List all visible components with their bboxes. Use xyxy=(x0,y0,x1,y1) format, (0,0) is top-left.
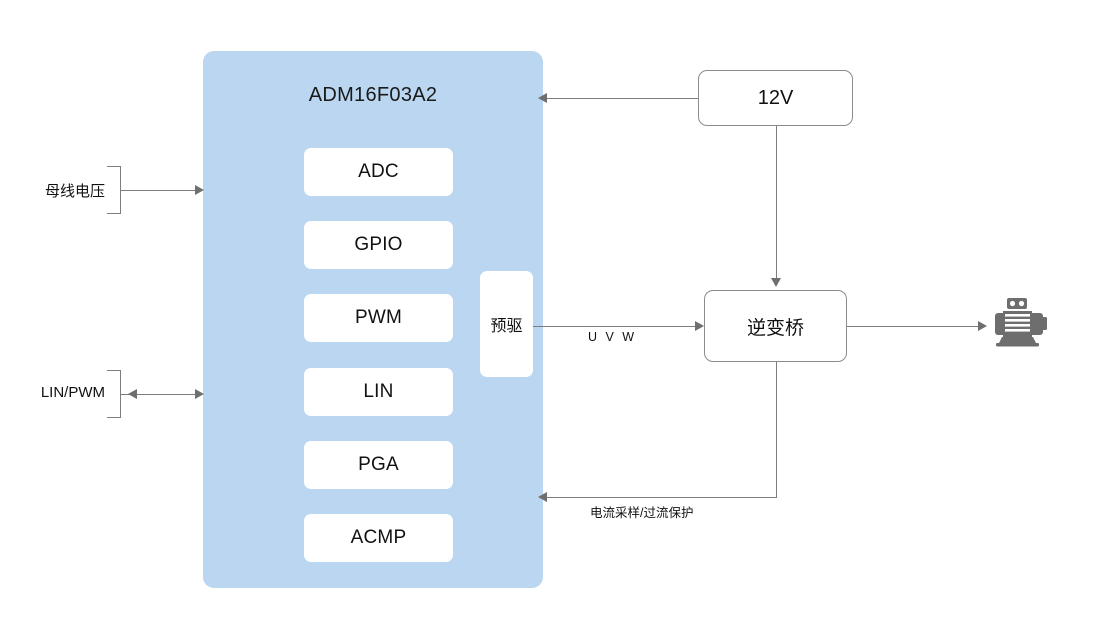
mcu-block-gpio[interactable]: GPIO xyxy=(304,221,453,269)
arrow-left-icon-lin-pwm xyxy=(128,389,137,399)
arrow-left-icon-supply-to-mcu xyxy=(538,93,547,103)
line-feedback-horizontal xyxy=(545,497,777,498)
arrow-right-icon-lin-pwm xyxy=(195,389,204,399)
line-supply-to-mcu xyxy=(543,98,698,99)
arrow-right-icon-motor xyxy=(978,321,987,331)
input-label-bus-voltage: 母线电压 xyxy=(44,183,105,200)
input-line-lin-pwm xyxy=(121,394,201,395)
mcu-block-pwm[interactable]: PWM xyxy=(304,294,453,342)
mcu-block-lin[interactable]: LIN xyxy=(304,368,453,416)
motor-icon xyxy=(990,295,1048,353)
line-supply-to-inverter xyxy=(776,126,777,278)
edge-label-feedback: 电流采样/过流保护 xyxy=(590,506,694,520)
arrow-down-icon-supply-to-inverter xyxy=(771,278,781,287)
mcu-block-acmp[interactable]: ACMP xyxy=(304,514,453,562)
edge-label-uvw: U V W xyxy=(588,330,637,344)
supply-box-12v[interactable]: 12V xyxy=(698,70,853,126)
line-inverter-to-motor xyxy=(847,326,982,327)
line-feedback-vertical xyxy=(776,362,777,498)
mcu-block-adc[interactable]: ADC xyxy=(304,148,453,196)
input-bracket-lin-pwm xyxy=(107,370,121,418)
input-bracket-bus-voltage xyxy=(107,166,121,214)
input-label-lin-pwm: LIN/PWM xyxy=(40,384,105,401)
mcu-block-pga[interactable]: PGA xyxy=(304,441,453,489)
inverter-bridge-box[interactable]: 逆变桥 xyxy=(704,290,847,362)
arrow-right-icon-bus-voltage xyxy=(195,185,204,195)
mcu-block-predriver[interactable]: 预驱 xyxy=(480,271,533,377)
arrow-right-icon-uvw xyxy=(695,321,704,331)
mcu-title: ADM16F03A2 xyxy=(308,84,438,106)
arrow-left-icon-feedback xyxy=(538,492,547,502)
line-predriver-to-inverter xyxy=(533,326,699,327)
input-line-bus-voltage xyxy=(121,190,201,191)
